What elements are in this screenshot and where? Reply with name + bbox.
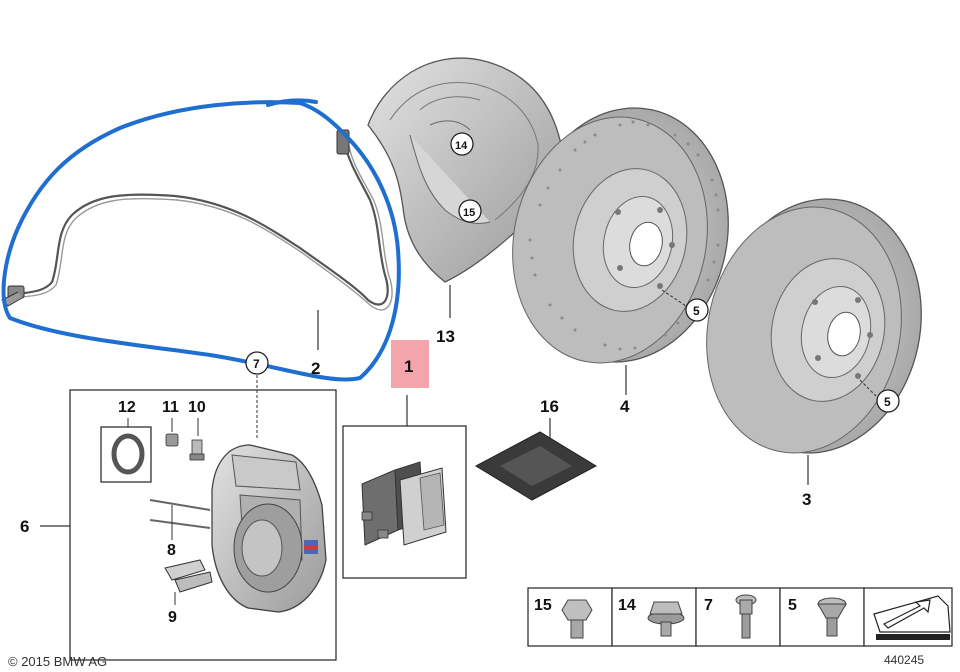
brake-pad-box: [342, 425, 467, 579]
part-label-3: 3: [802, 490, 811, 509]
part-label-11: 11: [162, 399, 179, 416]
flange-nut-14-icon: [647, 601, 685, 637]
part-label-6: 6: [20, 517, 29, 536]
legend-label-14: 14: [618, 597, 636, 614]
part-label-4: 4: [620, 397, 630, 416]
brake-disc-plain: [706, 198, 922, 454]
caliper-group-box: [69, 389, 337, 661]
circled-label-5b: 5: [884, 395, 891, 409]
hand-drawn-annotation-outline: [1, 100, 401, 382]
bleed-cap: [165, 433, 179, 447]
bolt-15-icon: [561, 599, 593, 639]
part-label-1: 1: [404, 357, 413, 376]
piston-seal: [111, 433, 145, 475]
wear-sensor-wire: [1, 129, 393, 311]
seal-box: [100, 426, 152, 483]
part-label-2: 2: [311, 359, 320, 378]
diagram-id: 440245: [884, 653, 924, 667]
countersunk-screw-5-icon: [817, 597, 847, 637]
circled-label-14: 14: [455, 140, 468, 152]
direction-arrow-icon: [873, 595, 951, 640]
copyright-text: © 2015 BMW AG: [8, 654, 107, 669]
legend-label-5: 5: [788, 597, 797, 614]
legend-label-15: 15: [534, 597, 552, 614]
circled-label-15: 15: [463, 207, 475, 219]
retaining-spring: [164, 559, 213, 593]
circled-label-7: 7: [253, 357, 260, 371]
legend-label-7: 7: [704, 597, 713, 614]
part-label-12: 12: [118, 399, 136, 416]
part-label-9: 9: [168, 609, 177, 626]
brake-pads: [361, 461, 447, 546]
circled-label-5a: 5: [693, 304, 700, 318]
leader-line-5b: [859, 379, 877, 397]
part-label-10: 10: [188, 399, 206, 416]
part-label-8: 8: [167, 542, 176, 559]
guide-bolt-7-icon: [735, 594, 757, 639]
brake-disc-drilled: [512, 107, 729, 364]
part-label-13: 13: [436, 327, 455, 346]
fasteners-legend: 15 14 7 5: [527, 587, 953, 647]
part-label-16: 16: [540, 397, 559, 416]
brake-caliper: [211, 444, 327, 613]
bleed-screw: [189, 439, 205, 461]
label-1-highlight: [391, 340, 429, 388]
